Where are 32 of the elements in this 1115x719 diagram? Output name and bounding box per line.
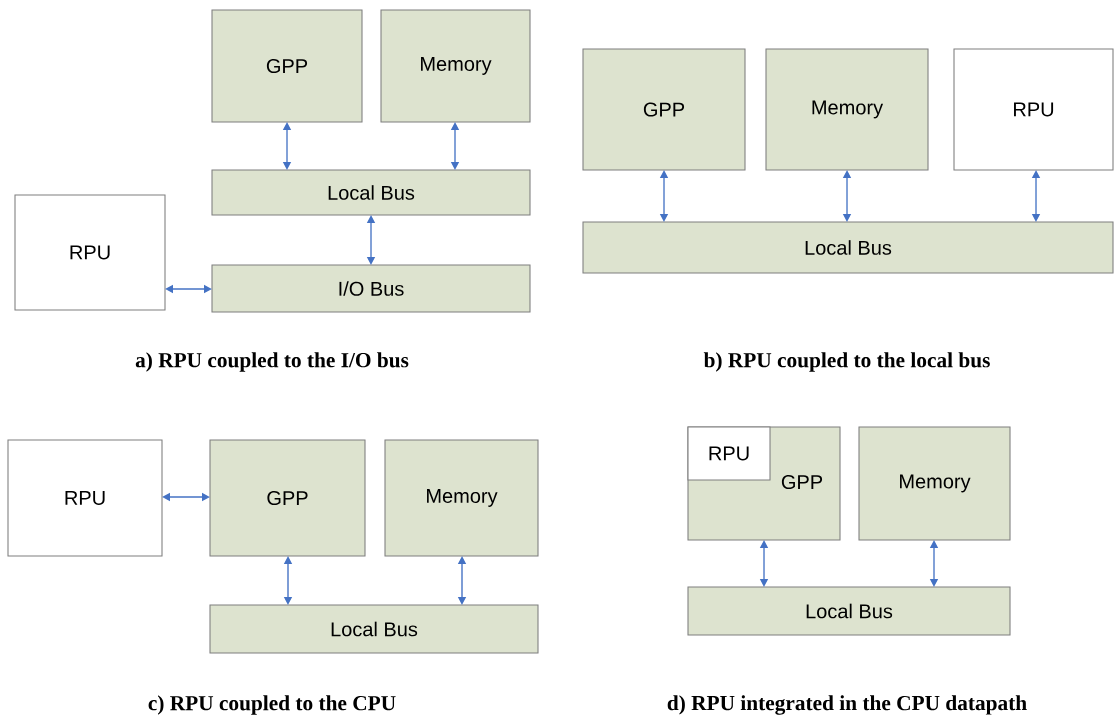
caption: b) RPU coupled to the local bus [703,352,990,372]
caption: d) RPU integrated in the CPU datapath [667,695,1027,715]
arrow [165,284,212,294]
bus-box: Local Bus [209,604,539,654]
block-box: RPU [7,439,163,557]
bus-box: Local Bus [687,586,1011,636]
block-box: GPP [211,9,363,123]
block-box: GPP [209,439,366,557]
arrow [457,556,467,605]
bus-box: Local Bus [211,169,531,216]
arrow [842,170,852,222]
block-box: RPU [14,194,166,311]
block-box: GPP [582,48,746,171]
block-box: RPU [953,48,1114,171]
block-box: Memory [384,439,539,557]
bus-box: Local Bus [582,221,1114,274]
arrow [283,556,293,605]
caption: a) RPU coupled to the I/O bus [135,352,409,372]
arrow [659,170,669,222]
arrow [162,492,210,502]
arrow [282,122,292,170]
block-box: Memory [380,9,531,123]
caption: c) RPU coupled to the CPU [148,695,396,715]
arrow [366,215,376,265]
bus-box: I/O Bus [211,264,531,313]
block-box: Memory [765,48,929,171]
arrow [450,122,460,170]
arrow [759,540,769,587]
arrow [1031,170,1041,222]
arrow [929,540,939,587]
block-box: RPU [687,426,771,481]
block-box: Memory [858,426,1011,541]
